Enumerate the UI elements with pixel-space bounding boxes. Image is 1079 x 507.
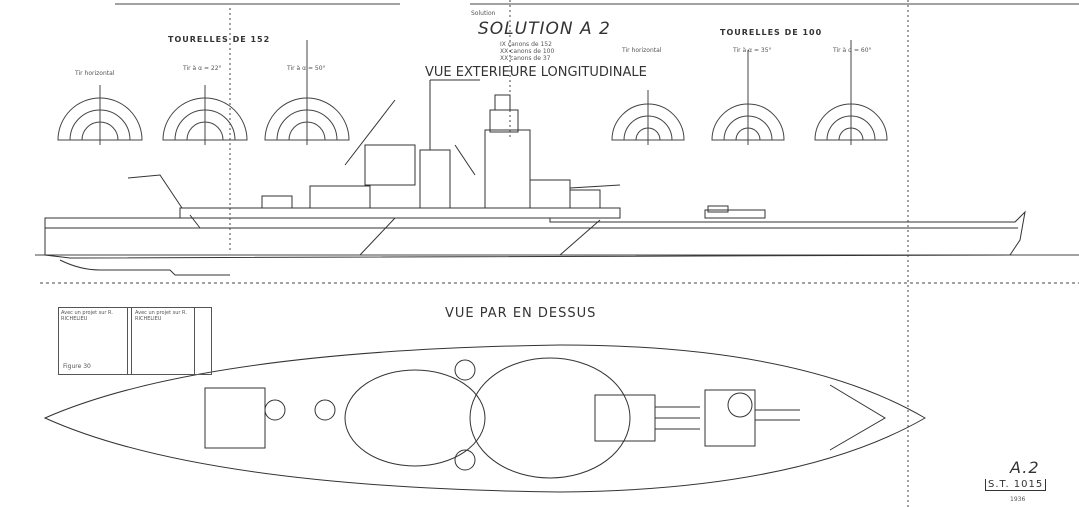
note-footer: Figure 30 (63, 363, 91, 370)
turret-label: Tir à α = 35° (733, 47, 772, 54)
turret-label: Tir à α = 60° (833, 47, 872, 54)
sheet-id: A.2 (1010, 458, 1040, 477)
plan-view-hull (43, 344, 926, 493)
note-left-header: Avec un projet sur R. RICHELIEU (61, 310, 113, 322)
turrets-152-title: TOURELLES DE 152 (168, 35, 271, 44)
top-view-title: VUE PAR EN DESSUS (445, 306, 597, 321)
turret-label: Tir horizontal (75, 70, 115, 77)
solution-prefix: Solution (471, 10, 496, 17)
reference-number: S.T. 1015 (985, 479, 1047, 491)
solution-title: SOLUTION A 2 (478, 19, 611, 39)
turret-100-diagrams (611, 40, 888, 145)
turret-label: Tir à α = 50° (287, 65, 326, 72)
armament-line: IX canons de 152 (500, 41, 552, 48)
comparison-table: Avec un projet sur R. RICHELIEU Avec un … (58, 307, 212, 375)
side-view-title: VUE EXTERIEURE LONGITUDINALE (425, 65, 647, 80)
note-right-header: Avec un projet sur R. RICHELIEU (135, 310, 187, 322)
turret-label: Tir à α = 22° (183, 65, 222, 72)
armament-line: XX canons de 37 (500, 55, 551, 62)
turret-152-diagrams (57, 40, 350, 145)
drawing-date: 1936 (1010, 496, 1026, 503)
side-profile-hull (44, 79, 1026, 276)
turret-label: Tir horizontal (622, 47, 662, 54)
turrets-100-title: TOURELLES DE 100 (720, 28, 823, 37)
armament-line: XX canons de 100 (500, 48, 555, 55)
